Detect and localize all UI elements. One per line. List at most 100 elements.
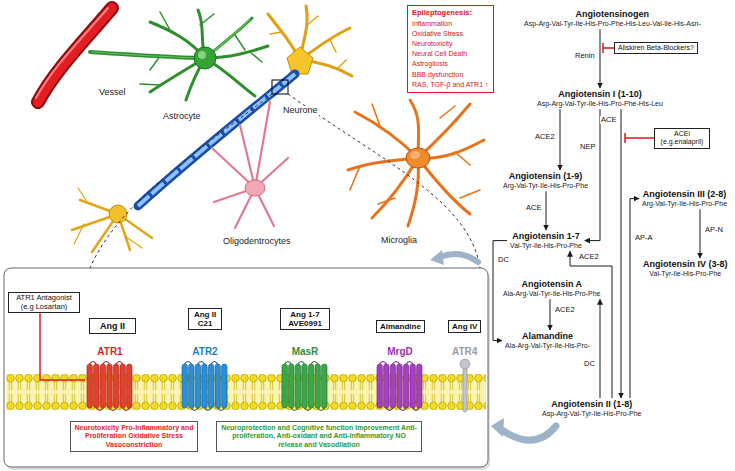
ligand-text: Ang IV (452, 322, 477, 331)
receptor-loop (400, 408, 407, 411)
ligand-text: Ang II C21 (192, 310, 218, 328)
astrocyte-cell (140, 12, 262, 85)
zoom-marker (90, 80, 480, 268)
receptor-helix (417, 364, 422, 408)
oligodendrocyte-cell (212, 102, 288, 228)
cell-label: Vessel (98, 88, 127, 98)
target-neurone (109, 205, 127, 223)
cell-label: Neurone (282, 106, 319, 116)
receptor-label: MasR (280, 346, 330, 358)
enzyme-label: ACE (600, 116, 617, 124)
inhibition-bar (625, 133, 654, 143)
list-item: Neural Cell Death (412, 49, 489, 59)
peptide-sequence: Arg-Val-Tyr-Ile-His-Pro-Phe (642, 200, 727, 208)
receptor-loop (205, 408, 212, 411)
receptor-helix (222, 364, 227, 408)
receptor-helix (94, 364, 99, 408)
receptor-loop (116, 362, 123, 365)
astrocyte-cell (90, 10, 268, 100)
peptide-sequence: Arg-Val-Tyr-Ile-His-Pro-Phe (503, 182, 588, 190)
microglia-cell (355, 112, 418, 158)
enzyme-label: ACE2 (554, 306, 576, 314)
receptor-helix (295, 364, 300, 408)
microglia-cell (350, 104, 480, 204)
microglia-cell (348, 100, 484, 226)
receptor-helix (215, 364, 220, 408)
target-neurone (74, 188, 142, 248)
receptor-loop (110, 408, 117, 411)
receptor-helix (282, 364, 287, 408)
ligand-box: Ang II C21 (188, 308, 222, 330)
peptide-name: Angiotensin II (1-8) (542, 399, 641, 410)
receptor-helix (403, 364, 408, 408)
enzyme-label: DC (583, 360, 596, 368)
receptor-7tm (180, 358, 230, 414)
connector (560, 109, 561, 170)
microglia-cell (372, 158, 418, 218)
astrocyte-cell (92, 19, 250, 58)
receptor-7tm (280, 358, 330, 414)
receptor-helix (127, 364, 132, 408)
receptor: MasR (280, 346, 330, 414)
box-heading: Epileptogenesis: (412, 8, 489, 19)
receptor-loop (211, 362, 218, 365)
connector (600, 29, 601, 88)
receptor-helix (182, 364, 187, 408)
receptor-head (460, 359, 470, 369)
receptor-helix (189, 364, 194, 408)
cell-label: Astrocyte (162, 112, 202, 122)
receptor-loop (380, 362, 387, 365)
target-neurone (72, 188, 152, 252)
peptide-node: AngiotensinogenAsp-Arg-Val-Tyr-Ile-His-P… (521, 8, 704, 29)
receptor-helix (120, 364, 125, 408)
receptor-loop (198, 362, 205, 365)
receptor-helix (384, 364, 389, 408)
list-item: Astrogliosis (412, 59, 489, 69)
ligand-box: Ang 1-7 AVE0991 (280, 308, 330, 330)
peptide-node: Angiotensin (1-9)Arg-Val-Tyr-Ile-His-Pro… (500, 170, 591, 191)
microglia-cell (406, 148, 430, 168)
receptor: ATR4 (452, 346, 477, 414)
oligodendrocyte-cell (240, 125, 255, 188)
receptor-helix (195, 364, 200, 408)
receptor-loop (185, 362, 192, 365)
ligand-text: ATR1 Antagonist (e.g Losartan) (12, 294, 76, 311)
inhibition-bar (603, 43, 614, 53)
connector (700, 209, 701, 258)
target-neurone (72, 188, 152, 252)
receptor-helix (410, 364, 415, 408)
peptide-sequence: Asp-Arg-Val-Tyr-Ile-His-Pro-Phe-His-Leu (537, 100, 663, 108)
receptor-helix (322, 364, 327, 408)
peptide-sequence: Asp-Arg-Val-Tyr-Ile-His-Pro-Phe-His-Leu-… (524, 20, 701, 28)
receptor-label: MrgD (375, 346, 425, 358)
connector (40, 313, 85, 380)
peptide-sequence: Asp-Arg-Val-Tyr-Ile-His-Pro-Phe (542, 410, 641, 418)
peptide-node: Angiotensin II (1-8)Asp-Arg-Val-Tyr-Ile-… (539, 398, 644, 419)
inhibitor-text: ACEi (e.g.enalapril) (658, 130, 706, 147)
microglia-cell (418, 158, 470, 214)
enzyme-label: ACE2 (578, 253, 600, 261)
zoom-marker (288, 94, 480, 268)
connector (600, 299, 601, 398)
list-item: RAS, TGF-β and ATR1 ↑ (412, 80, 489, 90)
transition-arrow (430, 250, 444, 265)
astrocyte-cell (92, 52, 205, 58)
astrocyte-cell (198, 51, 206, 59)
receptor: ATR1 (85, 346, 135, 414)
peptide-name: Angiotensin III (2-8) (642, 189, 727, 200)
enzyme-label: ACE (525, 204, 542, 212)
peptide-name: Angiotensinogen (524, 9, 701, 20)
receptor-helix (113, 364, 118, 408)
oligodendrocyte-cell (212, 102, 288, 228)
astrocyte-cell (90, 52, 205, 58)
receptor-helix (308, 364, 313, 408)
enzyme-label: AP-A (634, 234, 654, 242)
effect-box: Neurotoxicity Pro-Inflammatory and Proli… (70, 421, 198, 452)
receptor-helix (202, 364, 207, 408)
astrocyte-cell (90, 10, 268, 100)
neurone-cell (268, 6, 352, 76)
enzyme-label: NEP (579, 143, 596, 151)
receptor-single-pass (454, 358, 476, 414)
enzyme-label: ACE2 (534, 133, 556, 141)
